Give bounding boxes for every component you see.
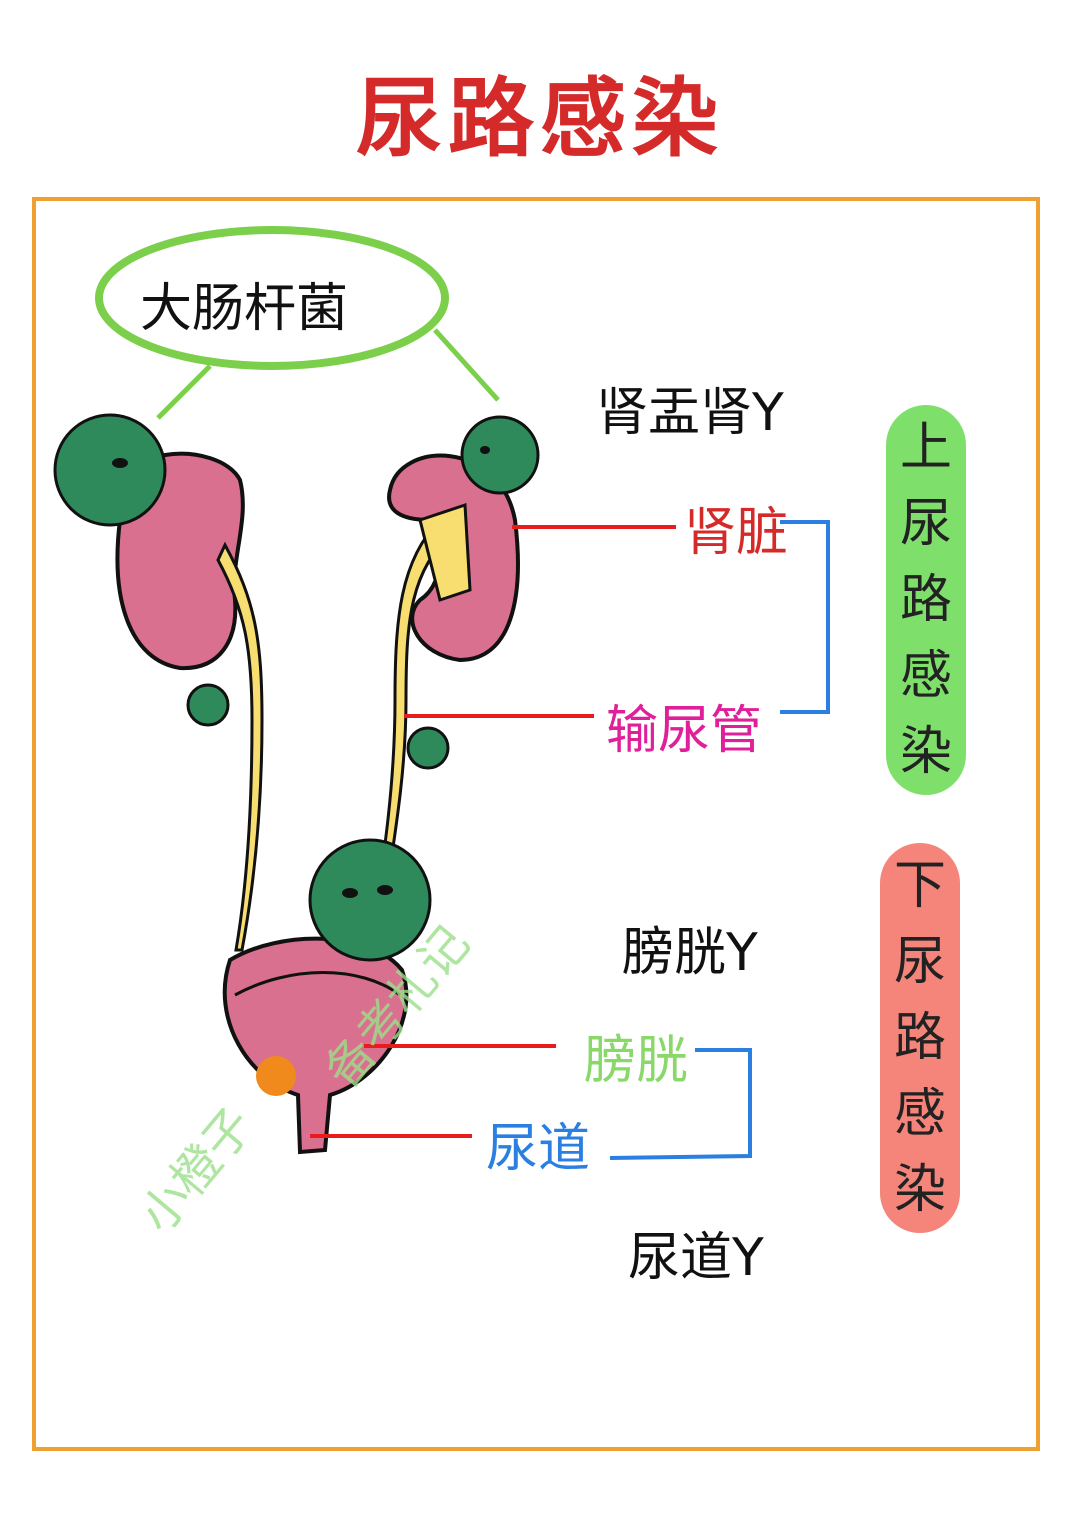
lower-uti-badge: 下 尿 路 感 染: [880, 843, 960, 1233]
urethra-label: 尿道: [486, 1119, 591, 1179]
orange-icon: [256, 1056, 296, 1096]
left-ureter: [216, 541, 264, 952]
diagram-frame: [32, 197, 1040, 1451]
upper-char: 上: [899, 418, 952, 478]
callout-line-right: [433, 328, 500, 402]
upper-char: 路: [899, 570, 952, 630]
lower-char: 染: [893, 1160, 946, 1220]
callout-line-left: [156, 364, 212, 420]
bacteria-label: 大肠杆菌: [140, 279, 349, 339]
lower-char: 尿: [893, 932, 946, 992]
lower-char: 下: [893, 856, 946, 916]
lower-char: 路: [893, 1008, 946, 1068]
bacteria-callout-ellipse: [95, 226, 449, 370]
lower-bracket: [609, 1048, 752, 1160]
upper-bracket: [780, 520, 830, 714]
cystitis-label: 膀胱Y: [622, 923, 758, 983]
upper-char: 染: [899, 722, 952, 782]
upper-char: 尿: [899, 494, 952, 554]
pyelonephritis-label: 肾盂肾Y: [596, 383, 784, 443]
lower-char: 感: [893, 1084, 946, 1144]
kidney-label: 肾脏: [684, 503, 789, 563]
upper-uti-badge: 上 尿 路 感 染: [886, 405, 966, 795]
bladder-label: 膀胱: [584, 1031, 689, 1091]
virus-icon: [53, 413, 540, 962]
page-title: 尿路感染: [356, 69, 724, 169]
upper-char: 感: [899, 646, 952, 706]
urethritis-label: 尿道Y: [628, 1228, 764, 1288]
renal-pelvis: [418, 502, 472, 602]
ureter-label: 输尿管: [606, 701, 763, 761]
